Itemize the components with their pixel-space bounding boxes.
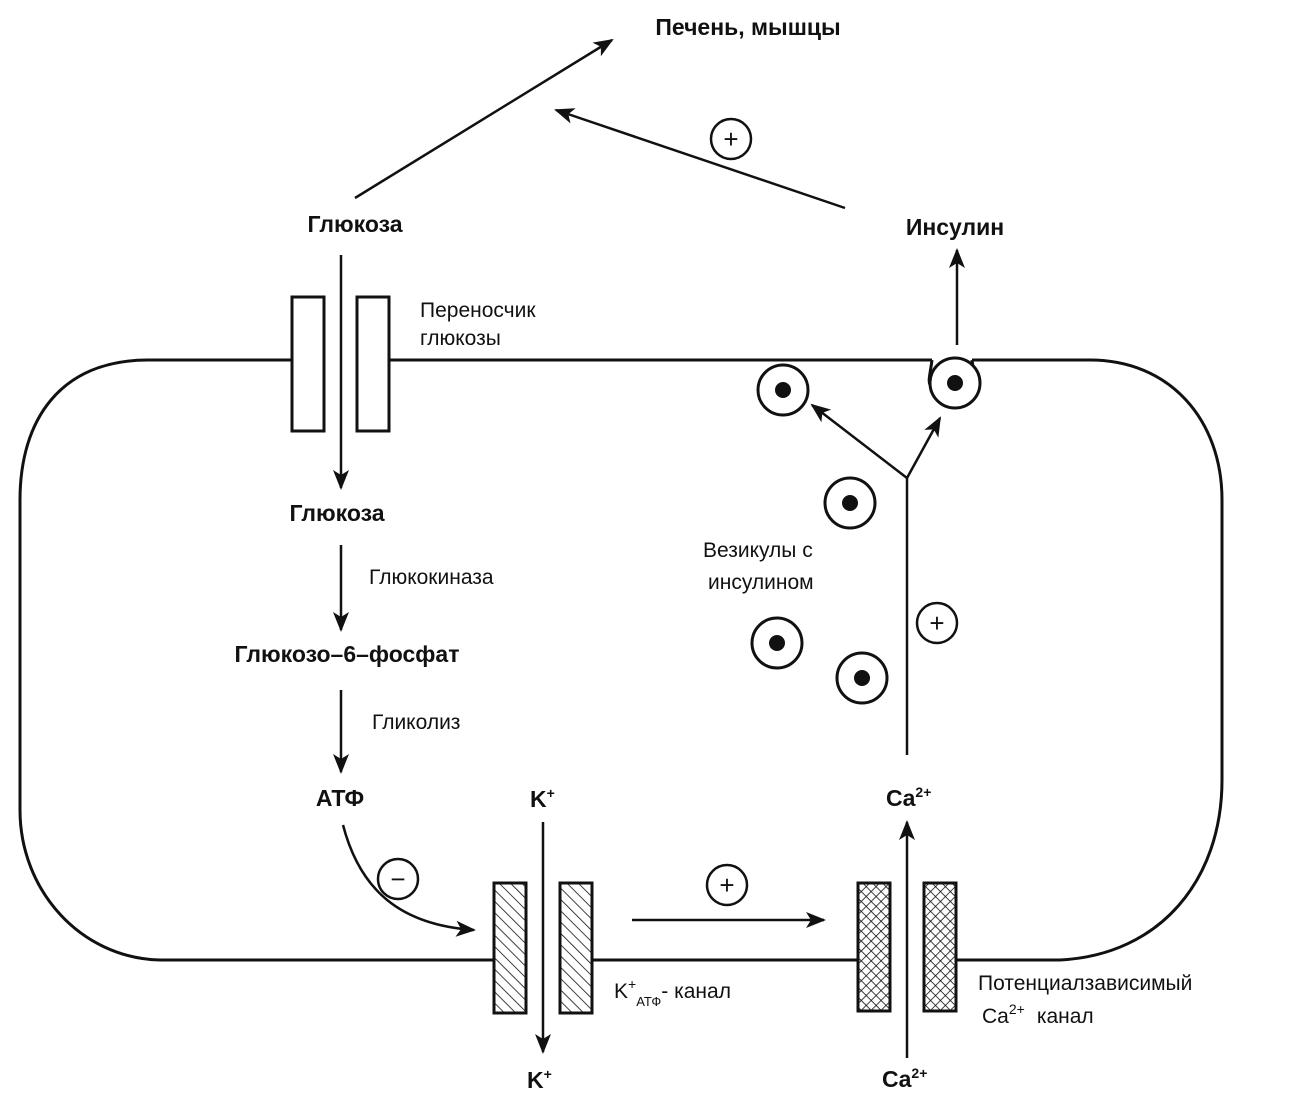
plus-sign-ca-signal: + <box>915 601 959 645</box>
secreting-vesicle <box>927 356 982 410</box>
label-insulin: Инсулин <box>906 214 1004 240</box>
label-liver-muscles: Печень, мышцы <box>655 14 840 40</box>
minus-sign-atp: − <box>376 857 420 901</box>
arrow-to-vesicle-left <box>810 403 908 479</box>
arrow-atp-inhibits-channel <box>341 824 476 937</box>
cell-membrane <box>18 358 1224 962</box>
arrow-insulin-to-liver <box>554 108 846 210</box>
arrow-glucose-to-liver <box>354 38 614 200</box>
label-glucose6p: Глюкозо–6–фосфат <box>235 641 460 667</box>
k-atp-channel <box>492 881 594 1015</box>
insulin-vesicle <box>756 363 810 417</box>
label-k-bottom: K+ <box>527 1066 552 1093</box>
label-glycolysis: Гликолиз <box>372 711 460 734</box>
svg-text:+: + <box>929 608 944 638</box>
label-ca-channel-line2: Ca2+канал <box>982 1001 1094 1028</box>
svg-text:+: + <box>719 870 734 900</box>
label-k-atp-channel: K+АТФ- канал <box>614 976 731 1009</box>
svg-text:+: + <box>723 124 738 154</box>
label-transporter-line2: глюкозы <box>420 327 501 350</box>
insulin-vesicle <box>835 651 889 705</box>
label-atp: АТФ <box>316 785 364 811</box>
arrow-to-vesicle-right <box>905 416 942 479</box>
plus-sign-insulin-effect: + <box>709 117 753 161</box>
svg-text:−: − <box>390 864 405 894</box>
label-ca-bottom: Ca2+ <box>882 1065 927 1092</box>
plus-sign-depolarization: + <box>705 863 749 907</box>
label-vesicles-line1: Везикулы с <box>703 539 813 562</box>
label-glucose-inside: Глюкоза <box>289 500 384 526</box>
label-transporter-line1: Переносчик <box>420 299 536 322</box>
insulin-vesicle <box>823 476 877 530</box>
label-ca-channel-line1: Потенциалзависимый <box>978 972 1192 995</box>
label-glucokinase: Глюкокиназа <box>369 566 494 589</box>
label-k-top: K+ <box>530 785 555 812</box>
insulin-vesicle <box>750 616 804 670</box>
label-ca-top: Ca2+ <box>886 784 931 811</box>
glucose-transporter <box>290 295 391 433</box>
label-vesicles-line2: инсулином <box>708 571 814 594</box>
label-glucose-outside: Глюкоза <box>307 211 402 237</box>
ca-channel <box>856 881 958 1013</box>
